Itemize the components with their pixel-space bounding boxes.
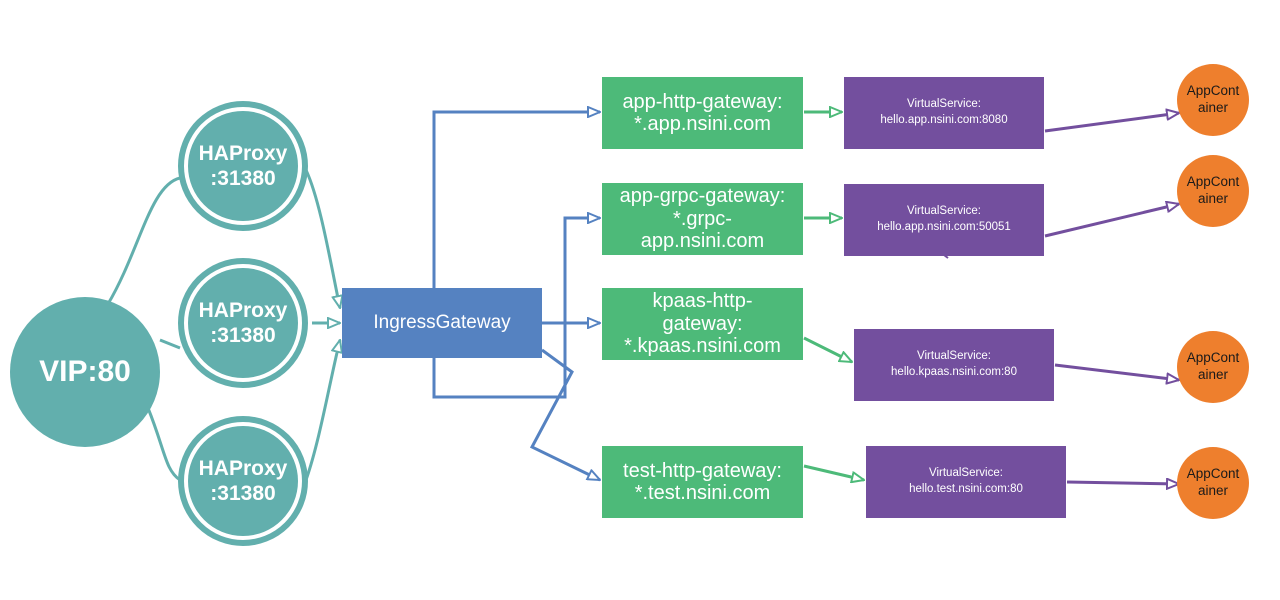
haproxy-label: HAProxy :31380 [198, 298, 288, 347]
gateway-label: test-http-gateway: *.test.nsini.com [623, 459, 782, 504]
app-container-node-2: AppContainer [1177, 155, 1249, 227]
edge-ingress-gw1 [432, 112, 600, 288]
vip-label: VIP:80 [39, 355, 131, 388]
haproxy-label: HAProxy :31380 [198, 141, 288, 190]
virtual-service-label: VirtualService: hello.kpaas.nsini.com:80 [891, 350, 1017, 378]
edge-haproxy3-ingress [304, 340, 340, 481]
edge-vs1-app1 [1044, 113, 1179, 133]
gateway-node-test-http: test-http-gateway: *.test.nsini.com [602, 446, 803, 518]
gateway-node-app-http: app-http-gateway: *.app.nsini.com [602, 77, 803, 149]
gateway-label: app-grpc-gateway: *.grpc- app.nsini.com [619, 185, 786, 253]
edge-vs2-app2 [1044, 204, 1179, 238]
edge-ingress-gw2 [432, 218, 600, 399]
haproxy-node-1: HAProxy :31380 [178, 101, 308, 231]
edge-vs4-app4 [1066, 482, 1179, 484]
haproxy-node-3: HAProxy :31380 [178, 416, 308, 546]
app-container-label: AppContainer [1186, 83, 1240, 115]
virtual-service-node-app-8080: VirtualService: hello.app.nsini.com:8080 [844, 77, 1044, 149]
virtual-service-node-test: VirtualService: hello.test.nsini.com:80 [866, 446, 1066, 518]
app-container-label: AppContainer [1186, 350, 1240, 382]
app-container-label: AppContainer [1186, 466, 1240, 498]
ingress-gateway-node: IngressGateway [342, 288, 542, 358]
virtual-service-node-app-50051: VirtualService: hello.app.nsini.com:5005… [844, 184, 1044, 256]
edge-gw3-vs3 [803, 336, 852, 364]
gateway-node-kpaas-http: kpaas-http- gateway: *.kpaas.nsini.com [602, 288, 803, 360]
haproxy-node-2: HAProxy :31380 [178, 258, 308, 388]
edge-vip-haproxy-3 [146, 407, 181, 482]
edge-haproxy1-ingress [304, 169, 340, 308]
app-container-label: AppContainer [1186, 174, 1240, 206]
app-container-node-4: AppContainer [1177, 447, 1249, 519]
vip-node: VIP:80 [10, 297, 160, 447]
gateway-node-app-grpc: app-grpc-gateway: *.grpc- app.nsini.com [602, 183, 803, 255]
ingress-gateway-label: IngressGateway [373, 312, 511, 333]
gateway-label: kpaas-http- gateway: *.kpaas.nsini.com [624, 290, 781, 358]
app-container-node-1: AppContainer [1177, 64, 1249, 136]
edge-ingress-gw4 [529, 348, 600, 482]
app-container-node-3: AppContainer [1177, 331, 1249, 403]
virtual-service-label: VirtualService: hello.app.nsini.com:5005… [877, 205, 1011, 233]
edge-gw4-vs4 [803, 464, 864, 480]
edge-vip-haproxy-2 [159, 338, 181, 350]
virtual-service-label: VirtualService: hello.app.nsini.com:8080 [880, 98, 1008, 126]
edge-vs3-app3 [1054, 363, 1179, 380]
virtual-service-node-kpaas: VirtualService: hello.kpaas.nsini.com:80 [854, 329, 1054, 401]
gateway-label: app-http-gateway: *.app.nsini.com [622, 90, 783, 135]
edge-vip-haproxy-1 [106, 176, 181, 305]
haproxy-label: HAProxy :31380 [198, 456, 288, 505]
virtual-service-label: VirtualService: hello.test.nsini.com:80 [909, 467, 1023, 495]
